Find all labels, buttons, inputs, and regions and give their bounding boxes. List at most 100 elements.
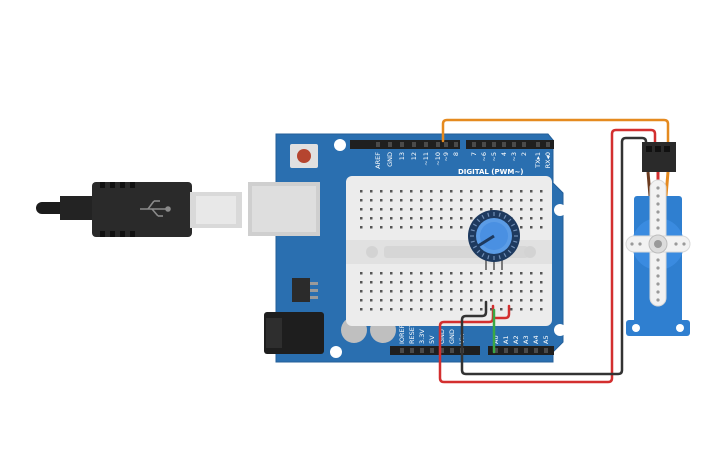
breadboard-hole[interactable] <box>470 217 473 220</box>
breadboard-hole[interactable] <box>400 299 403 302</box>
breadboard-hole[interactable] <box>520 290 523 293</box>
usb-cable[interactable] <box>36 182 242 237</box>
breadboard-hole[interactable] <box>380 290 383 293</box>
breadboard-hole[interactable] <box>500 290 503 293</box>
breadboard-hole[interactable] <box>480 272 483 275</box>
breadboard-hole[interactable] <box>400 281 403 284</box>
power-header[interactable] <box>390 346 480 355</box>
breadboard-hole[interactable] <box>390 199 393 202</box>
breadboard-hole[interactable] <box>500 199 503 202</box>
breadboard-hole[interactable] <box>540 272 543 275</box>
breadboard-hole[interactable] <box>410 217 413 220</box>
breadboard-hole[interactable] <box>530 208 533 211</box>
breadboard-hole[interactable] <box>540 226 543 229</box>
header-pin[interactable] <box>494 348 498 353</box>
breadboard-hole[interactable] <box>430 217 433 220</box>
breadboard-hole[interactable] <box>530 199 533 202</box>
breadboard-hole[interactable] <box>420 272 423 275</box>
breadboard-hole[interactable] <box>440 281 443 284</box>
breadboard-hole[interactable] <box>530 190 533 193</box>
breadboard-hole[interactable] <box>510 190 513 193</box>
breadboard-hole[interactable] <box>460 281 463 284</box>
breadboard-hole[interactable] <box>460 226 463 229</box>
breadboard-hole[interactable] <box>490 308 493 311</box>
header-pin[interactable] <box>544 348 548 353</box>
breadboard-hole[interactable] <box>540 217 543 220</box>
breadboard-hole[interactable] <box>420 190 423 193</box>
breadboard-hole[interactable] <box>370 281 373 284</box>
breadboard-hole[interactable] <box>480 308 483 311</box>
breadboard-hole[interactable] <box>390 290 393 293</box>
breadboard-hole[interactable] <box>520 208 523 211</box>
breadboard-hole[interactable] <box>520 217 523 220</box>
breadboard-hole[interactable] <box>440 299 443 302</box>
breadboard-hole[interactable] <box>500 299 503 302</box>
breadboard-hole[interactable] <box>410 272 413 275</box>
breadboard-hole[interactable] <box>430 281 433 284</box>
breadboard-hole[interactable] <box>520 299 523 302</box>
breadboard-hole[interactable] <box>400 217 403 220</box>
breadboard-hole[interactable] <box>490 281 493 284</box>
breadboard-hole[interactable] <box>470 199 473 202</box>
header-pin[interactable] <box>444 142 448 147</box>
breadboard-hole[interactable] <box>500 208 503 211</box>
breadboard-hole[interactable] <box>530 281 533 284</box>
breadboard-hole[interactable] <box>460 217 463 220</box>
breadboard-hole[interactable] <box>490 199 493 202</box>
breadboard-hole[interactable] <box>380 281 383 284</box>
header-pin[interactable] <box>388 142 392 147</box>
breadboard-hole[interactable] <box>370 199 373 202</box>
breadboard-hole[interactable] <box>410 281 413 284</box>
breadboard-hole[interactable] <box>410 299 413 302</box>
breadboard-hole[interactable] <box>370 208 373 211</box>
breadboard-hole[interactable] <box>490 190 493 193</box>
potentiometer[interactable] <box>468 210 520 270</box>
breadboard-hole[interactable] <box>480 190 483 193</box>
breadboard-hole[interactable] <box>410 190 413 193</box>
breadboard-hole[interactable] <box>520 308 523 311</box>
header-pin[interactable] <box>522 142 526 147</box>
breadboard-hole[interactable] <box>420 217 423 220</box>
breadboard-hole[interactable] <box>380 272 383 275</box>
breadboard-hole[interactable] <box>360 308 363 311</box>
breadboard-hole[interactable] <box>360 281 363 284</box>
breadboard-hole[interactable] <box>460 290 463 293</box>
breadboard-hole[interactable] <box>530 290 533 293</box>
breadboard-hole[interactable] <box>420 281 423 284</box>
breadboard-hole[interactable] <box>490 208 493 211</box>
breadboard-hole[interactable] <box>530 308 533 311</box>
breadboard-hole[interactable] <box>380 308 383 311</box>
breadboard-hole[interactable] <box>450 217 453 220</box>
breadboard-hole[interactable] <box>360 190 363 193</box>
breadboard-hole[interactable] <box>470 208 473 211</box>
analog-header[interactable] <box>488 346 554 355</box>
header-pin[interactable] <box>502 142 506 147</box>
header-pin[interactable] <box>524 348 528 353</box>
reset-button[interactable] <box>290 144 318 168</box>
breadboard-hole[interactable] <box>430 272 433 275</box>
breadboard-hole[interactable] <box>440 226 443 229</box>
breadboard-hole[interactable] <box>530 299 533 302</box>
breadboard-hole[interactable] <box>480 281 483 284</box>
breadboard-hole[interactable] <box>470 281 473 284</box>
breadboard-hole[interactable] <box>420 199 423 202</box>
breadboard-hole[interactable] <box>380 226 383 229</box>
breadboard-hole[interactable] <box>400 308 403 311</box>
breadboard-hole[interactable] <box>460 299 463 302</box>
breadboard-hole[interactable] <box>400 208 403 211</box>
breadboard-hole[interactable] <box>520 190 523 193</box>
breadboard-hole[interactable] <box>540 281 543 284</box>
header-pin[interactable] <box>504 348 508 353</box>
breadboard-hole[interactable] <box>390 272 393 275</box>
breadboard-hole[interactable] <box>370 190 373 193</box>
breadboard-hole[interactable] <box>370 272 373 275</box>
breadboard-hole[interactable] <box>420 290 423 293</box>
breadboard-hole[interactable] <box>510 208 513 211</box>
breadboard-hole[interactable] <box>440 272 443 275</box>
header-pin[interactable] <box>546 142 550 147</box>
breadboard-hole[interactable] <box>450 208 453 211</box>
breadboard-hole[interactable] <box>430 290 433 293</box>
breadboard-hole[interactable] <box>380 190 383 193</box>
breadboard-hole[interactable] <box>390 217 393 220</box>
header-pin[interactable] <box>436 142 440 147</box>
